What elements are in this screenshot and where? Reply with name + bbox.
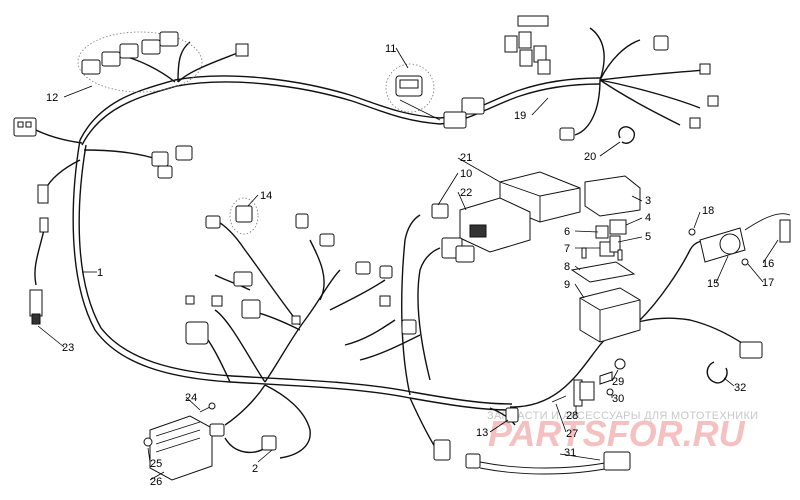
callout-15: 15 xyxy=(707,278,719,290)
callout-23: 23 xyxy=(62,342,74,354)
callout-22: 22 xyxy=(460,187,472,199)
watermark-logo: PARTSFOR.RU xyxy=(488,413,746,454)
parts xyxy=(13,15,791,481)
callout-18: 18 xyxy=(702,205,714,217)
leader-lines xyxy=(37,47,779,481)
callout-14: 14 xyxy=(260,190,272,202)
callout-31: 31 xyxy=(564,447,576,459)
watermark-tagline: ЗАПЧАСТИ И АКСЕССУАРЫ ДЛЯ МОТОТЕХНИКИ xyxy=(487,410,758,422)
callout-27: 27 xyxy=(566,428,578,440)
callout-13: 13 xyxy=(476,427,488,439)
callout-25: 25 xyxy=(150,458,162,470)
callout-19: 19 xyxy=(514,110,526,122)
callout-4: 4 xyxy=(645,212,651,224)
callout-7: 7 xyxy=(564,243,570,255)
callout-17: 17 xyxy=(762,277,774,289)
callout-11: 11 xyxy=(385,43,396,55)
callout-24: 24 xyxy=(185,392,197,404)
callout-2: 2 xyxy=(252,463,258,475)
callout-16: 16 xyxy=(762,258,774,270)
callout-20: 20 xyxy=(584,151,596,163)
callout-30: 30 xyxy=(612,393,624,405)
callout-6: 6 xyxy=(564,226,570,238)
callout-21: 21 xyxy=(460,152,472,164)
callout-28: 28 xyxy=(566,410,578,422)
callout-labels: 1 2 3 4 5 6 7 8 9 10 11 12 13 14 15 16 1… xyxy=(46,43,774,488)
callout-32: 32 xyxy=(734,382,746,394)
callout-26: 26 xyxy=(150,476,162,488)
callout-29: 29 xyxy=(612,376,624,388)
callout-5: 5 xyxy=(645,231,651,243)
callout-8: 8 xyxy=(564,261,570,273)
callout-12: 12 xyxy=(46,92,58,104)
callout-1: 1 xyxy=(97,267,103,279)
callout-9: 9 xyxy=(564,279,570,291)
main-harness xyxy=(31,27,746,475)
callout-10: 10 xyxy=(460,168,472,180)
callout-3: 3 xyxy=(645,195,651,207)
